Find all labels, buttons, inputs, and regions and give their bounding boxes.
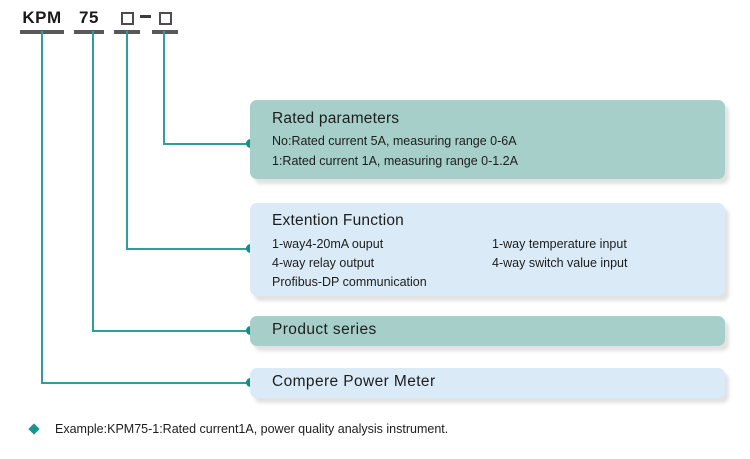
model-code-series-number: 75 bbox=[74, 7, 104, 34]
footer-example-text: Example:KPM75-1:Rated current1A, power q… bbox=[55, 422, 449, 436]
rated-parameters-title: Rated parameters bbox=[272, 110, 400, 127]
extention-function-col2-line-2: 4-way switch value input bbox=[492, 256, 628, 270]
model-code-prefix-text: KPM bbox=[22, 8, 62, 27]
connector-vline-extention bbox=[126, 31, 128, 250]
info-box-product-series: Product series bbox=[250, 316, 725, 346]
rated-parameters-line-1: No:Rated current 5A, measuring range 0-6… bbox=[272, 134, 517, 148]
model-code-separator-dash bbox=[140, 15, 151, 18]
connector-hline-rated bbox=[163, 143, 252, 145]
connector-vline-rated bbox=[163, 31, 165, 145]
model-code-series-number-text: 75 bbox=[79, 8, 99, 27]
extention-function-title: Extention Function bbox=[272, 212, 404, 229]
info-box-rated-parameters: Rated parameters No:Rated current 5A, me… bbox=[250, 100, 725, 179]
extention-function-col1-line-3: Profibus-DP communication bbox=[272, 275, 427, 289]
extention-function-col1-line-2: 4-way relay output bbox=[272, 256, 375, 270]
connector-vline-series bbox=[92, 31, 94, 332]
info-box-compere-power-meter: Compere Power Meter bbox=[250, 368, 725, 398]
connector-vline-meter bbox=[41, 31, 43, 384]
info-box-extention-function: Extention Function 1-way4-20mA ouput 4-w… bbox=[250, 203, 725, 296]
connector-hline-meter bbox=[41, 382, 252, 384]
empty-square-icon bbox=[120, 12, 134, 26]
compere-power-meter-title: Compere Power Meter bbox=[272, 373, 436, 390]
model-code-option-2-underline bbox=[152, 30, 178, 34]
extention-function-col2-line-1: 1-way temperature input bbox=[492, 237, 627, 251]
rated-parameters-line-2: 1:Rated current 1A, measuring range 0-1.… bbox=[272, 154, 518, 168]
model-code-option-2-glyph bbox=[152, 7, 178, 29]
connector-hline-series bbox=[92, 330, 252, 332]
product-series-title: Product series bbox=[272, 321, 377, 338]
empty-square-icon bbox=[158, 12, 172, 26]
model-code-series-number-underline bbox=[74, 30, 104, 34]
model-code-option-2 bbox=[152, 7, 178, 34]
extention-function-col1-line-1: 1-way4-20mA ouput bbox=[272, 237, 384, 251]
connector-hline-extention bbox=[126, 248, 252, 250]
model-code-option-1-glyph bbox=[114, 7, 140, 29]
